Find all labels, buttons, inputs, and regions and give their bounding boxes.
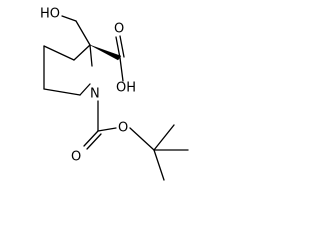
atom-label-acid-carbonyl-o: O [114, 22, 124, 37]
atom-label-acid-oh: OH [116, 81, 136, 96]
bond-tbu-methyl-lower [153, 149, 165, 181]
bond-ester-o-tbu-c [129, 127, 155, 151]
bond-boc-c-o-double-1 [83, 130, 99, 147]
bond-boc-c-ester-o [97, 127, 117, 132]
bond-cooh-c-o-single [119, 57, 124, 82]
bond-c1-c2 [73, 44, 91, 61]
bond-cooh-c-o-double-1 [115, 36, 121, 59]
bond-c5-n [79, 83, 91, 96]
bond-c4-c5 [43, 88, 81, 96]
bond-boc-c-o-double-2 [86, 133, 102, 150]
bond-ch2-oh [61, 15, 77, 22]
wedge-bond-c1-cooh [89, 44, 122, 61]
bond-c2-c3 [43, 45, 75, 61]
bond-cooh-c-o-double-2 [119, 35, 125, 58]
atom-label-boc-ester-o: O [118, 121, 128, 136]
atom-label-boc-carbonyl-o: O [71, 150, 81, 165]
structure-diagram: HO O OH N O O [40, 7, 189, 181]
atom-label-hydroxymethyl-oh: HO [40, 7, 60, 22]
atom-label-ring-n: N [90, 87, 100, 102]
bond-n-c1 [89, 44, 93, 67]
bond-tbu-methyl-upper [153, 124, 175, 151]
bond-c1-ch2 [75, 20, 91, 46]
